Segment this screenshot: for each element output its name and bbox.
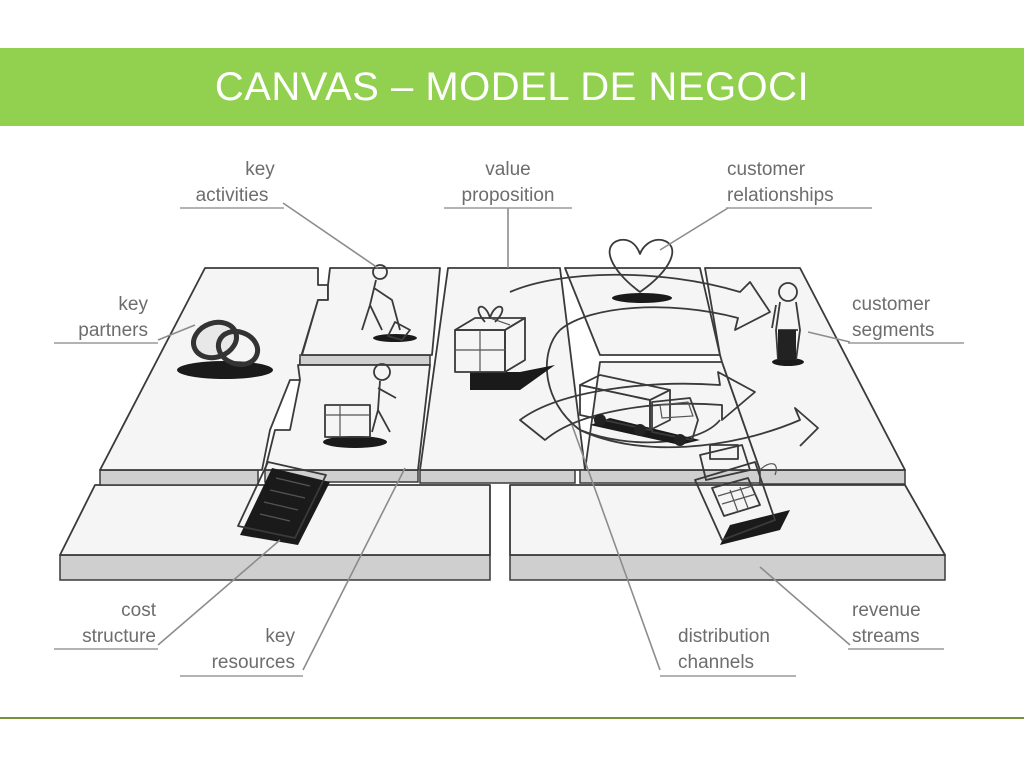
- label-key-partners-line1: key: [118, 294, 148, 315]
- label-key-resources: key resources: [180, 626, 303, 676]
- label-customer-relationships-line1: customer: [727, 159, 806, 180]
- label-key-activities: key activities: [180, 159, 284, 208]
- footer-rule: [0, 717, 1024, 719]
- label-revenue-streams-line1: revenue: [852, 600, 921, 621]
- label-distribution-channels-line1: distribution: [678, 626, 770, 647]
- label-key-activities-line1: key: [245, 159, 275, 180]
- key-activities-block: [300, 268, 440, 365]
- label-customer-segments-line1: customer: [852, 294, 931, 315]
- label-distribution-channels: distribution channels: [660, 626, 796, 676]
- label-cost-structure: cost structure: [54, 600, 158, 649]
- label-value-proposition: value proposition: [444, 159, 572, 208]
- label-key-resources-line1: key: [265, 626, 295, 647]
- label-customer-relationships-line2: relationships: [727, 185, 834, 206]
- label-cost-structure-line1: cost: [121, 600, 157, 621]
- label-customer-segments: customer segments: [848, 294, 964, 343]
- label-value-proposition-line2: proposition: [462, 185, 555, 206]
- label-key-partners-line2: partners: [78, 320, 148, 341]
- label-key-resources-line2: resources: [212, 652, 295, 673]
- label-customer-relationships: customer relationships: [726, 159, 872, 208]
- label-key-activities-line2: activities: [196, 185, 269, 206]
- label-key-partners: key partners: [54, 294, 158, 343]
- label-cost-structure-line2: structure: [82, 626, 156, 647]
- label-value-proposition-line1: value: [485, 159, 530, 180]
- label-customer-segments-line2: segments: [852, 320, 934, 341]
- label-distribution-channels-line2: channels: [678, 652, 754, 673]
- label-revenue-streams-line2: streams: [852, 626, 920, 647]
- label-revenue-streams: revenue streams: [848, 600, 944, 649]
